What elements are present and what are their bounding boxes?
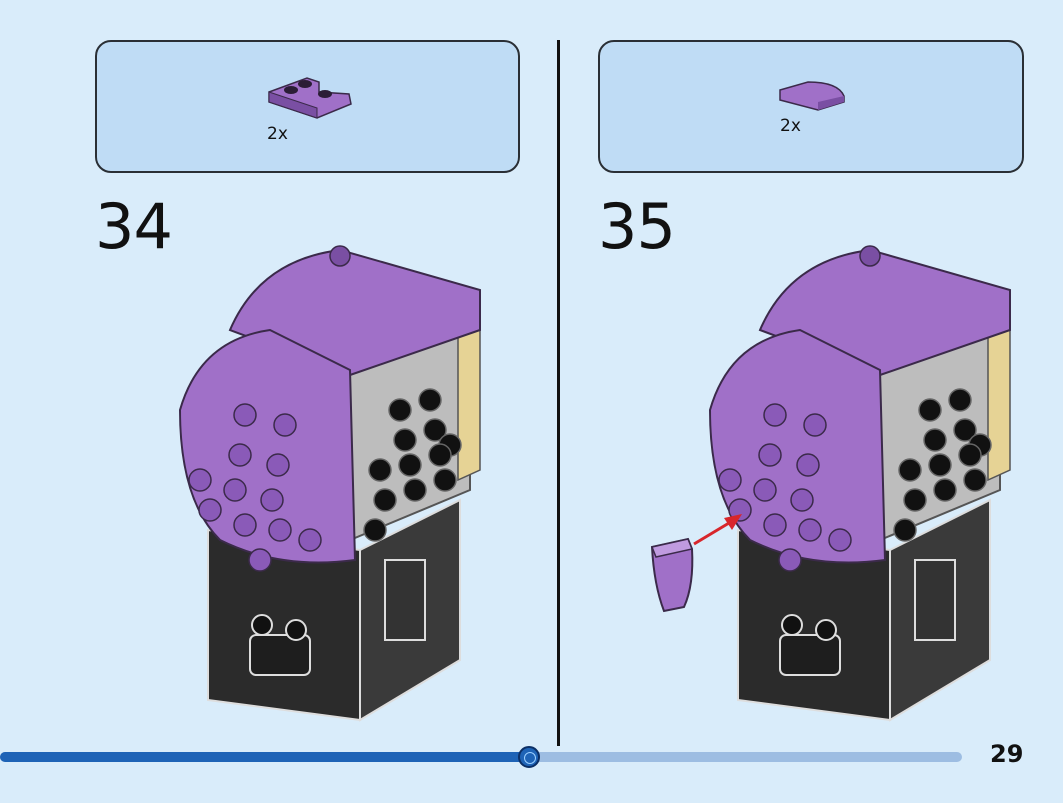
step-34-model-illustration bbox=[178, 245, 481, 722]
progress-knob-icon bbox=[518, 746, 540, 768]
step-number-35: 35 bbox=[598, 190, 676, 263]
progress-bar-fill bbox=[0, 752, 529, 762]
page-number: 29 bbox=[990, 740, 1024, 768]
step-34-part-qty: 2x bbox=[267, 124, 288, 144]
purple-curved-slope-icon bbox=[779, 81, 845, 111]
step-divider bbox=[557, 40, 560, 746]
loose-curved-slope-part bbox=[650, 537, 694, 613]
step-35-parts-box: 2x bbox=[598, 40, 1024, 173]
purple-corner-plate-icon bbox=[268, 77, 352, 119]
step-35-part-qty: 2x bbox=[780, 116, 801, 136]
step-number-34: 34 bbox=[95, 190, 173, 263]
step-34-parts-box: 2x bbox=[95, 40, 520, 173]
red-arrow-icon bbox=[693, 514, 742, 546]
progress-bar bbox=[0, 752, 962, 762]
step-35-model-illustration bbox=[708, 245, 1011, 722]
